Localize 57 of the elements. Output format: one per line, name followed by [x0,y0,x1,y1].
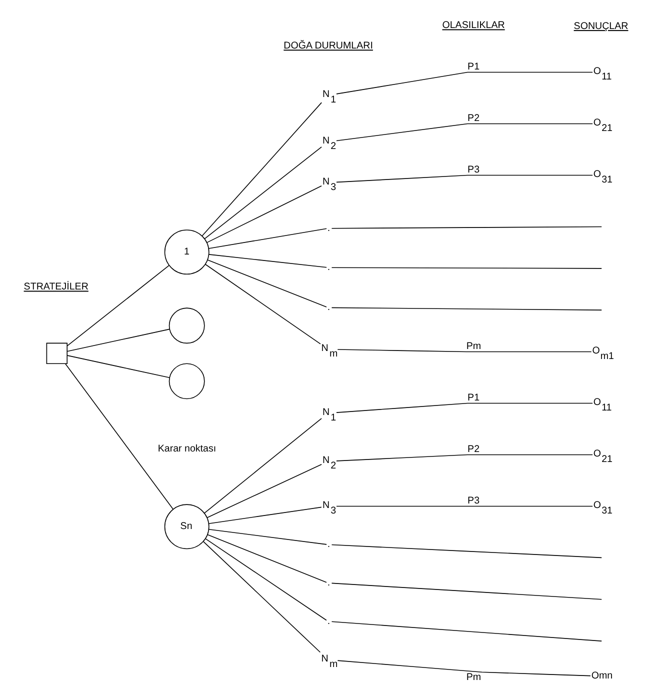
connector [204,146,322,240]
node-text: . [326,578,330,589]
label: DOĞA DURUMLARI [283,40,372,52]
node-box [46,342,68,364]
connector [66,355,170,378]
connector [330,226,602,229]
edge-label: P3 [467,164,480,176]
node-text: Omn [590,670,612,682]
node-text: . [326,222,330,234]
edge-label: Pm [466,672,481,683]
connector [208,528,326,545]
connector [201,102,322,236]
connector [330,544,602,558]
edge-label: P1 [467,61,480,72]
connector [206,260,326,308]
node-text: . [326,616,330,627]
edge-label: P3 [467,495,480,506]
connector [202,541,320,653]
connector [336,506,592,507]
connector [66,328,170,352]
connector [208,254,326,268]
connector [330,582,602,600]
edge-label: P2 [467,444,480,455]
node-text: . [326,539,330,550]
node-circle [168,308,204,344]
connector [66,265,169,346]
connector [203,418,322,514]
connector [336,402,592,413]
edge-label: P1 [467,392,480,404]
connector [206,186,322,243]
connector [336,349,592,352]
connector [336,72,592,94]
node-text: . [326,302,330,314]
label: OLASILIKLAR [442,20,504,32]
connector [336,174,592,183]
connector [336,660,590,676]
edge-label: P2 [467,112,480,124]
node-circle: 1 [164,230,209,275]
connector [208,506,322,524]
connector [206,534,326,583]
label: SONUÇLAR [573,21,628,32]
connector [208,228,326,249]
connector [336,123,592,142]
connector [204,264,320,344]
connector [330,267,602,269]
connector [330,307,602,310]
node-circle: Sn [164,504,209,550]
connector [336,454,592,462]
node-text: . [326,262,330,274]
label: Karar noktası [157,444,216,455]
label: STRATEJİLER [23,282,88,293]
connector [330,621,602,642]
connector [64,363,174,510]
connector [206,464,322,518]
edge-label: Pm [466,340,481,352]
node-circle [168,363,204,400]
connector [204,538,326,621]
